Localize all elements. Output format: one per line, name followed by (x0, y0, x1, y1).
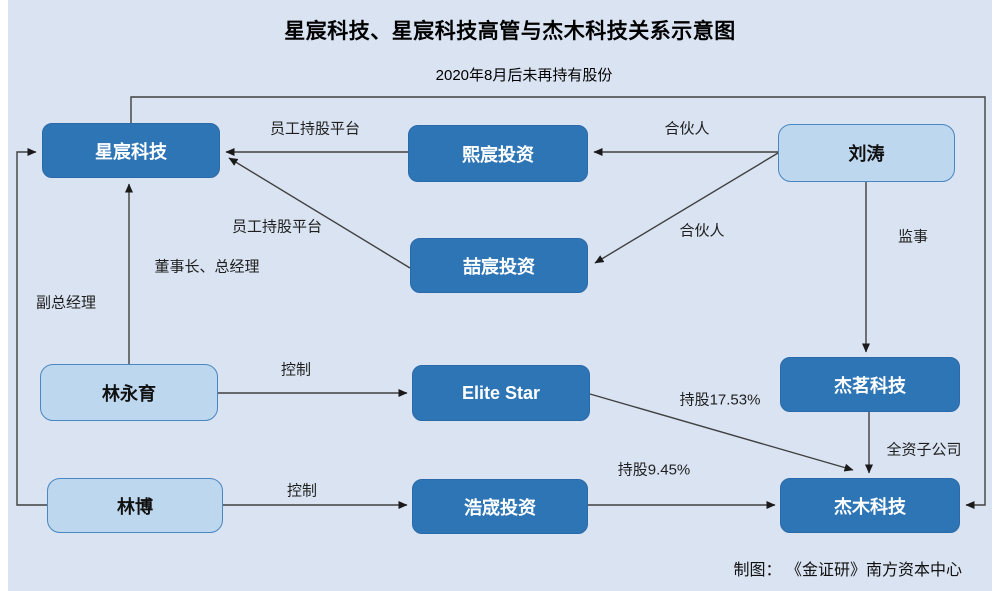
edge-zhechen-to-xingchen (228, 157, 411, 269)
edge-label-partner-1: 合伙人 (664, 120, 710, 138)
edge-elitestar-to-jiemu (589, 393, 854, 472)
edge-xingchen-to-jiemu-frame (130, 96, 986, 509)
edge-label-deputy-gm: 副总经理 (35, 294, 97, 312)
node-haocheng-invest: 浩宬投资 (412, 479, 588, 534)
node-elite-star: Elite Star (412, 365, 590, 421)
edge-label-supervisor: 监事 (897, 228, 929, 246)
edge-label-holding-9-45: 持股9.45% (617, 461, 691, 479)
diagram-subtitle: 2020年8月后未再持有股份 (435, 67, 613, 84)
node-xichen-invest: 熙宸投资 (408, 125, 588, 182)
node-xingchen-tech: 星宸科技 (42, 123, 220, 178)
edge-linbo-to-xingchen (16, 148, 47, 506)
edge-label-control-2: 控制 (286, 482, 318, 500)
node-jiemu-tech: 杰木科技 (780, 478, 960, 533)
edge-label-wholly-owned: 全资子公司 (886, 441, 962, 459)
node-jieming-tech: 杰茗科技 (780, 357, 960, 412)
node-lin-yongyu: 林永育 (40, 364, 218, 421)
node-zhechen-invest: 喆宸投资 (410, 238, 588, 293)
node-liu-tao: 刘涛 (778, 124, 955, 182)
edge-label-holding-17-53: 持股17.53% (679, 391, 761, 409)
edge-label-partner-2: 合伙人 (679, 222, 725, 240)
edge-label-employee-platform-2: 员工持股平台 (231, 218, 323, 236)
edge-label-chairman-gm: 董事长、总经理 (154, 258, 260, 276)
credit-line: 制图： 《金证研》南方资本中心 (733, 562, 962, 579)
edge-liutao-to-zhechen (594, 152, 779, 264)
page-title: 星宸科技、星宸科技高管与杰木科技关系示意图 (284, 20, 736, 43)
edge-label-employee-platform-1: 员工持股平台 (269, 120, 361, 138)
edge-label-control-1: 控制 (280, 361, 312, 379)
node-lin-bo: 林博 (47, 478, 223, 533)
